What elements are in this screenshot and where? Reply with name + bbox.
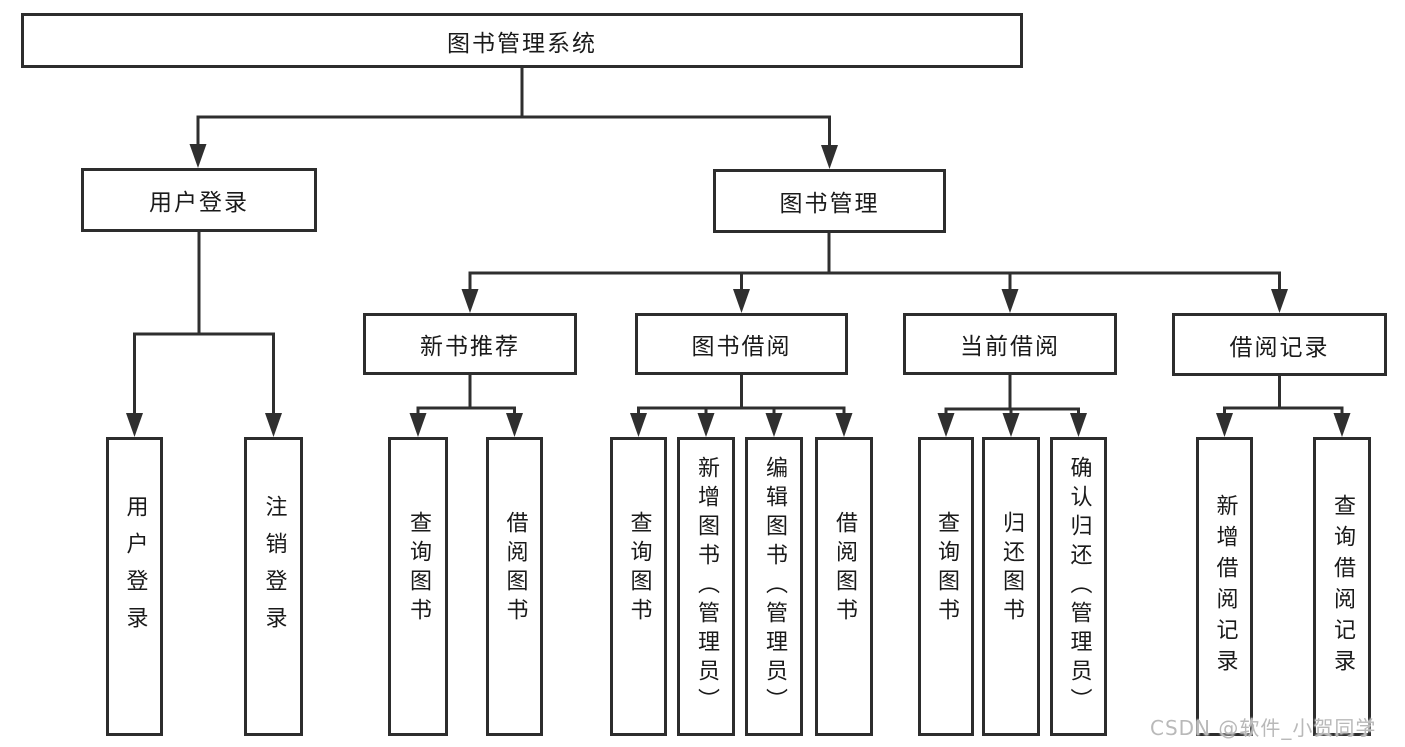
node-label: 确认归还（管理员） — [1066, 456, 1092, 717]
node-leaf-add-borrow-record: 新增借阅记录 — [1196, 437, 1253, 736]
node-label: 新增借阅记录 — [1212, 493, 1238, 680]
node-label: 新书推荐 — [420, 334, 520, 360]
node-new-book-recommend: 新书推荐 — [363, 313, 577, 375]
node-label: 注销登录 — [261, 494, 287, 643]
node-library-management-system: 图书管理系统 — [21, 13, 1023, 68]
node-leaf-edit-books-admin: 编辑图书（管理员） — [745, 437, 803, 736]
watermark: CSDN @软件_小贺同学 — [1150, 716, 1377, 740]
node-label: 图书借阅 — [691, 334, 792, 360]
node-label: 查询图书 — [406, 510, 431, 627]
node-label: 用户登录 — [149, 190, 249, 216]
node-label: 当前借阅 — [960, 334, 1060, 360]
node-user-login: 用户登录 — [81, 168, 317, 232]
node-label: 查询图书 — [934, 510, 959, 627]
node-label: 图书管理 — [779, 191, 880, 217]
node-leaf-query-books: 查询图书 — [610, 437, 667, 736]
node-label: 借阅记录 — [1229, 334, 1330, 361]
node-leaf-borrow-books: 借阅图书 — [486, 437, 543, 736]
node-leaf-user-login: 用户登录 — [106, 437, 163, 736]
node-label: 查询借阅记录 — [1330, 493, 1355, 680]
node-label: 图书管理系统 — [447, 30, 597, 57]
node-leaf-borrow-books: 借阅图书 — [815, 437, 873, 736]
node-leaf-return-books: 归还图书 — [982, 437, 1040, 736]
node-label: 编辑图书（管理员） — [762, 456, 787, 717]
node-leaf-confirm-return-admin: 确认归还（管理员） — [1050, 437, 1107, 736]
node-current-borrowing: 当前借阅 — [903, 313, 1117, 375]
node-leaf-query-books: 查询图书 — [388, 437, 448, 736]
node-label: 查询图书 — [626, 510, 652, 627]
node-leaf-query-borrow-record: 查询借阅记录 — [1313, 437, 1371, 736]
node-label: 用户登录 — [122, 494, 148, 643]
node-label: 借阅图书 — [502, 510, 528, 627]
node-label: 新增图书（管理员） — [694, 456, 719, 717]
node-leaf-query-books: 查询图书 — [918, 437, 974, 736]
node-label: 归还图书 — [999, 510, 1024, 627]
node-leaf-logout: 注销登录 — [244, 437, 303, 736]
node-borrowing-records: 借阅记录 — [1172, 313, 1387, 376]
node-book-management: 图书管理 — [713, 169, 946, 233]
node-leaf-add-books-admin: 新增图书（管理员） — [677, 437, 735, 736]
node-label: 借阅图书 — [832, 510, 857, 627]
node-book-borrowing: 图书借阅 — [635, 313, 848, 375]
